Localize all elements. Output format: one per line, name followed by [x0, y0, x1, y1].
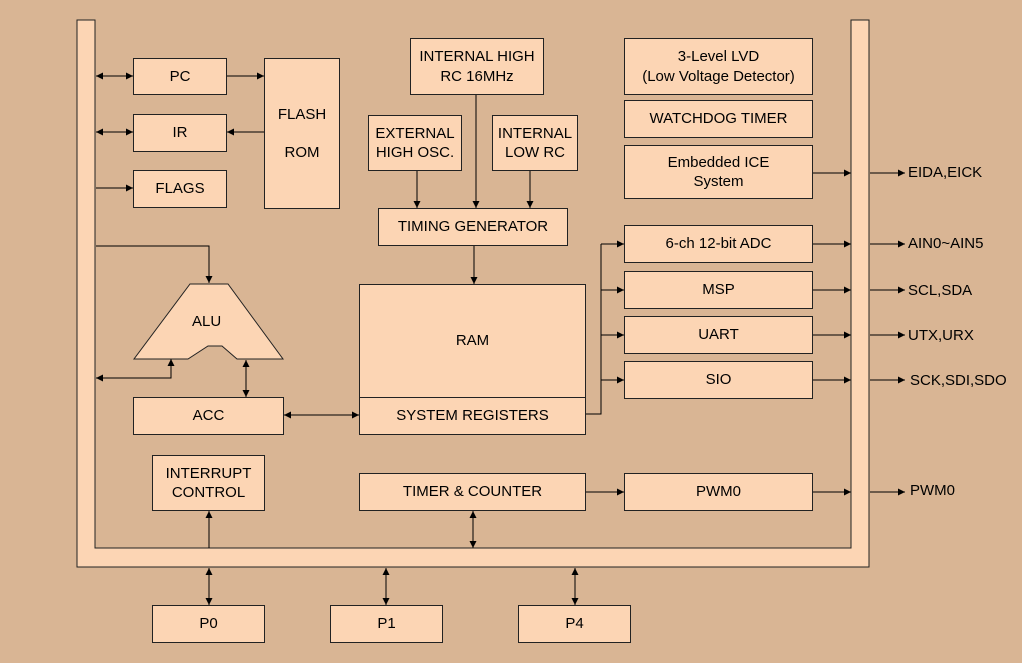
signal-ain: AIN0~AIN5 [908, 235, 984, 252]
internal-high-rc-line2: RC 16MHz [440, 67, 514, 85]
signal-scl-sda: SCL,SDA [908, 282, 973, 299]
signal-sck-sdi-sdo: SCK,SDI,SDO [910, 372, 1007, 389]
port-p1-block: P1 [330, 605, 443, 643]
flash-label: FLASH [277, 106, 327, 123]
p1-label: P1 [377, 615, 396, 633]
system-registers-label: SYSTEM REGISTERS [396, 407, 549, 425]
ir-label: IR [172, 124, 188, 142]
lvd-block: 3-Level LVD (Low Voltage Detector) [624, 38, 813, 95]
p0-label: P0 [199, 615, 218, 633]
port-p4-block: P4 [518, 605, 631, 643]
pwm0-block: PWM0 [624, 473, 813, 511]
external-high-osc-block: EXTERNAL HIGH OSC. [368, 115, 462, 171]
uart-block: UART [624, 316, 813, 354]
internal-low-rc-line1: INTERNAL [497, 124, 573, 142]
external-osc-line1: EXTERNAL [375, 124, 455, 142]
embedded-ice-block: Embedded ICE System [624, 145, 813, 199]
timer-counter-block: TIMER & COUNTER [359, 473, 586, 511]
internal-high-rc-line1: INTERNAL HIGH [419, 48, 535, 65]
lvd-line2: (Low Voltage Detector) [642, 67, 795, 85]
control-label: CONTROL [171, 484, 246, 501]
flags-block: FLAGS [133, 170, 227, 208]
timer-counter-label: TIMER & COUNTER [402, 483, 543, 501]
watchdog-label: WATCHDOG TIMER [649, 110, 788, 128]
adc-label: 6-ch 12-bit ADC [665, 235, 772, 253]
internal-low-rc-line2: LOW RC [505, 144, 565, 161]
pc-block: PC [133, 58, 227, 95]
interrupt-label: INTERRUPT [165, 464, 252, 482]
ram-label: RAM [455, 332, 490, 350]
ice-line2: System [693, 173, 744, 190]
lvd-line1: 3-Level LVD [677, 48, 760, 65]
rom-label: ROM [284, 143, 320, 161]
flash-rom-block: FLASH ROM [264, 58, 340, 209]
msp-label: MSP [702, 281, 735, 299]
timing-generator-block: TIMING GENERATOR [378, 208, 568, 246]
ram-block: RAM [359, 284, 586, 398]
sio-label: SIO [705, 371, 732, 389]
interrupt-control-block: INTERRUPT CONTROL [152, 455, 265, 511]
system-registers-block: SYSTEM REGISTERS [359, 397, 586, 435]
port-p0-block: P0 [152, 605, 265, 643]
acc-block: ACC [133, 397, 284, 435]
p4-label: P4 [565, 615, 584, 633]
internal-low-rc-block: INTERNAL LOW RC [492, 115, 578, 171]
signal-pwm0: PWM0 [910, 482, 955, 499]
flags-label: FLAGS [155, 180, 205, 198]
adc-block: 6-ch 12-bit ADC [624, 225, 813, 263]
signal-utx-urx: UTX,URX [908, 327, 974, 344]
sio-block: SIO [624, 361, 813, 399]
uart-label: UART [698, 326, 739, 344]
timing-generator-label: TIMING GENERATOR [397, 218, 549, 236]
msp-block: MSP [624, 271, 813, 309]
alu-label: ALU [192, 313, 222, 330]
watchdog-timer-block: WATCHDOG TIMER [624, 100, 813, 138]
external-osc-line2: HIGH OSC. [375, 144, 455, 161]
pwm0-label: PWM0 [696, 483, 741, 501]
ice-line1: Embedded ICE [667, 153, 770, 171]
acc-label: ACC [192, 407, 225, 425]
internal-bus [76, 19, 870, 568]
internal-high-rc-block: INTERNAL HIGH RC 16MHz [410, 38, 544, 95]
signal-eida-eick: EIDA,EICK [908, 164, 983, 181]
pc-label: PC [169, 67, 191, 85]
ir-block: IR [133, 114, 227, 152]
